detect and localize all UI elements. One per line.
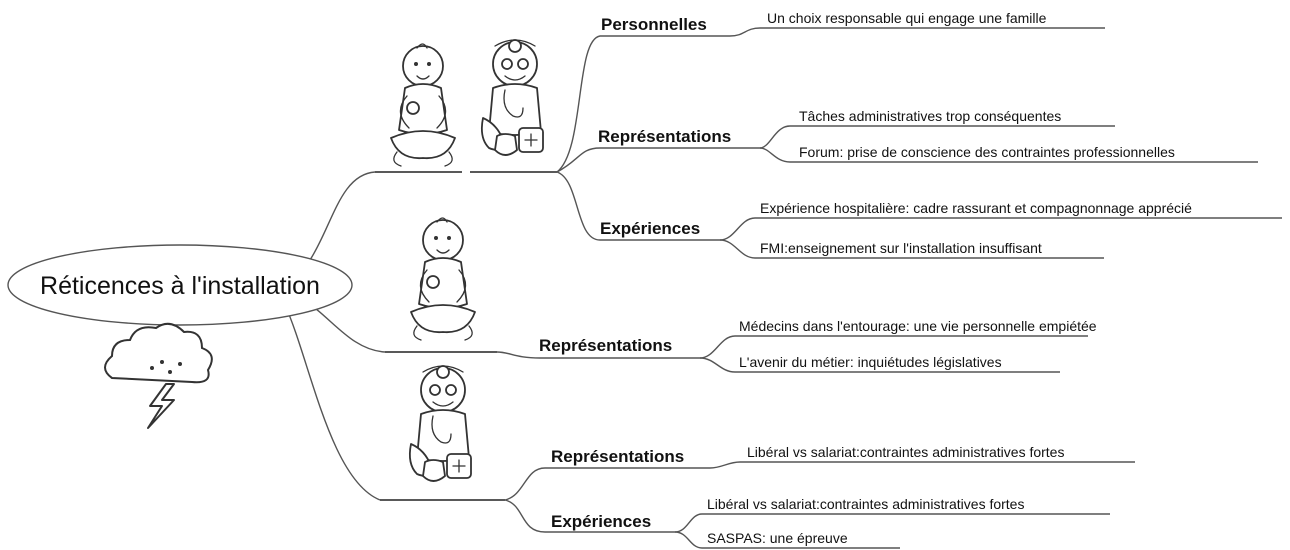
category-representations: Représentations bbox=[551, 447, 684, 466]
category-representations: Représentations bbox=[598, 127, 731, 146]
leaf-text: Tâches administratives trop conséquentes bbox=[799, 108, 1061, 124]
doctor-icon bbox=[480, 39, 544, 156]
category-representations: Représentations bbox=[539, 336, 672, 355]
root-title: Réticences à l'installation bbox=[40, 272, 320, 300]
leaf-text: Libéral vs salariat:contraintes administ… bbox=[707, 496, 1024, 512]
category-experiences: Expériences bbox=[551, 512, 651, 531]
connector-forum bbox=[759, 147, 1258, 163]
leaf-text: Médecins dans l'entourage: une vie perso… bbox=[739, 318, 1097, 334]
connector-fmi bbox=[719, 239, 1104, 259]
leaf-text: L'avenir du métier: inquiétudes législat… bbox=[739, 354, 1002, 370]
connector-representations-3 bbox=[504, 461, 1135, 501]
baby-icon bbox=[390, 43, 456, 167]
connector-experiences-3 bbox=[504, 499, 1110, 533]
root-node bbox=[7, 244, 353, 326]
leaf-text: Libéral vs salariat:contraintes administ… bbox=[747, 444, 1064, 460]
connector-saspas bbox=[674, 531, 900, 549]
connector-experiences-1 bbox=[556, 171, 1282, 241]
leaf-text: Expérience hospitalière: cadre rassurant… bbox=[760, 200, 1192, 216]
doctor-icon bbox=[408, 365, 472, 482]
category-personnelles: Personnelles bbox=[601, 15, 707, 34]
category-experiences: Expériences bbox=[600, 219, 700, 238]
baby-icon bbox=[410, 217, 476, 341]
leaf-text: Forum: prise de conscience des contraint… bbox=[799, 144, 1175, 160]
connector-root-group3 bbox=[284, 304, 381, 501]
connector-personnelles bbox=[556, 27, 1105, 173]
connector-avenir bbox=[699, 357, 1060, 373]
leaf-text: SASPAS: une épreuve bbox=[707, 530, 848, 546]
storm-cloud-icon bbox=[104, 322, 213, 429]
leaf-text: FMI:enseignement sur l'installation insu… bbox=[760, 240, 1042, 256]
leaf-text: Un choix responsable qui engage une fami… bbox=[767, 10, 1047, 26]
